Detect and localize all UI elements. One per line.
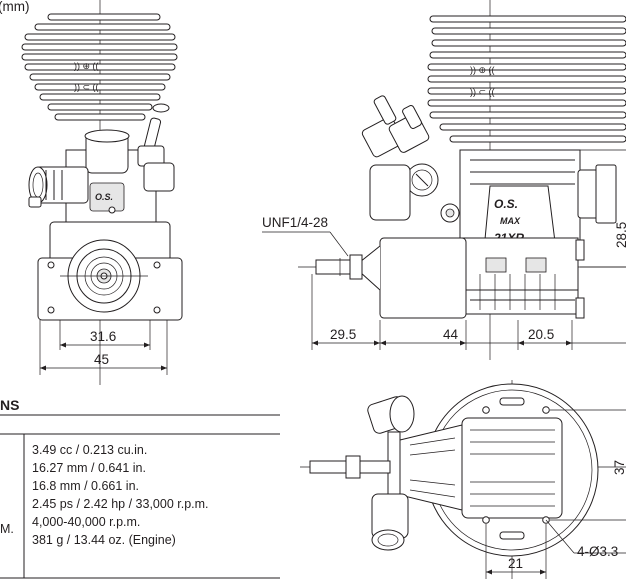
- badge-brand: O.S.: [494, 197, 518, 211]
- svg-text:)) ⊕ ((: )) ⊕ ((: [74, 61, 99, 71]
- bottom-holes-callout: 4-Ø3.3: [577, 544, 618, 559]
- front-cooling-fins: )) ⊕ (( )) ⊂ ((: [21, 13, 178, 121]
- front-dimension-lines: [39, 320, 168, 375]
- side-crankcase: [359, 237, 585, 319]
- side-thread-callout: UNF1/4-28: [262, 215, 349, 257]
- front-fuel-nipple: [137, 103, 175, 192]
- badge-max: MAX: [500, 216, 521, 226]
- spec-table-frame: [0, 414, 280, 579]
- svg-text:)) ⊂ ((: )) ⊂ ((: [74, 82, 99, 92]
- side-length-b: 44: [443, 327, 459, 342]
- side-length-c: 20.5: [528, 327, 554, 342]
- bottom-height: 37: [612, 460, 626, 475]
- bottom-dimension-lines: [485, 409, 626, 579]
- side-view: )) ⊕ (( )) ⊂ (( O.S. MAX 21XR: [262, 0, 626, 360]
- front-view: )) ⊕ (( )) ⊂ (( O.S.: [21, 0, 183, 385]
- spec-displacement: 3.49 cc / 0.213 cu.in.: [32, 443, 148, 457]
- svg-text:O.S.: O.S.: [95, 192, 113, 202]
- spec-weight: 381 g / 13.44 oz. (Engine): [32, 533, 176, 547]
- spec-rpm-range: 4,000-40,000 r.p.m.: [32, 515, 141, 529]
- side-crankshaft: [315, 254, 363, 280]
- side-cooling-fins: )) ⊕ (( )) ⊂ ((: [427, 15, 626, 143]
- bottom-carburetor: [367, 395, 415, 551]
- front-width-inner: 31.6: [90, 329, 116, 344]
- bottom-front-housing: [309, 424, 463, 511]
- front-carburetor: [28, 166, 116, 214]
- front-lower-case: [37, 221, 183, 321]
- bottom-view: [300, 380, 626, 579]
- spec-row-label: M.: [0, 522, 14, 536]
- spec-stroke: 16.8 mm / 0.661 in.: [32, 479, 140, 493]
- side-carburetor: [361, 95, 460, 223]
- bottom-crankcase-disc: [425, 383, 599, 557]
- svg-text:)) ⊂ ((: )) ⊂ ((: [470, 87, 495, 97]
- front-width-outer: 45: [94, 352, 109, 367]
- side-dimension-lines: [311, 149, 626, 350]
- side-height: 28.5: [614, 222, 626, 248]
- spec-power: 2.45 ps / 2.42 hp / 33,000 r.p.m.: [32, 497, 209, 511]
- svg-text:)) ⊕ ((: )) ⊕ ((: [470, 65, 495, 75]
- units-label: (mm): [0, 0, 29, 14]
- specs-heading: NS: [0, 397, 20, 413]
- side-length-a: 29.5: [330, 327, 356, 342]
- bottom-width: 21: [508, 556, 523, 571]
- spec-bore: 16.27 mm / 0.641 in.: [32, 461, 146, 475]
- thread-spec-label: UNF1/4-28: [262, 215, 328, 230]
